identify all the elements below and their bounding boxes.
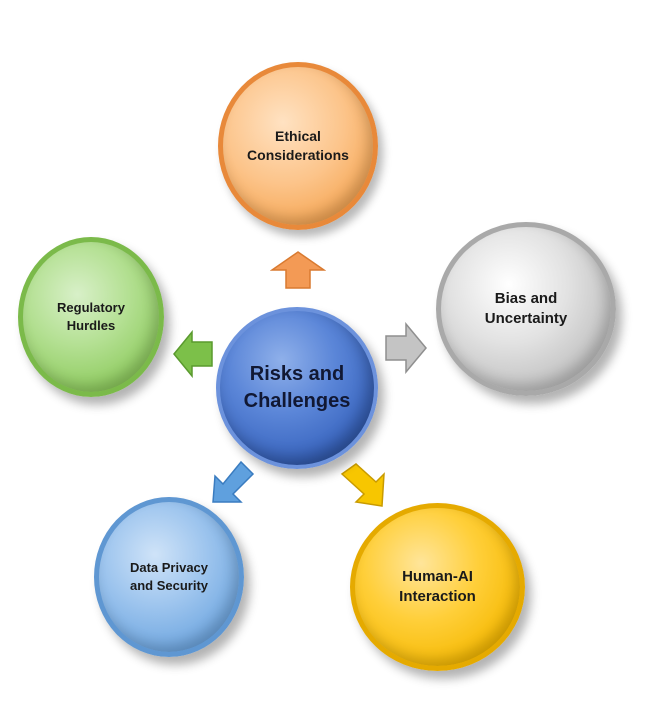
node-label-line: Human-AI xyxy=(402,567,473,585)
node-regulatory-hurdles: Regulatory Hurdles xyxy=(18,237,164,397)
node-bias-uncertainty: Bias and Uncertainty xyxy=(436,222,616,396)
arrow-to-ethics-icon xyxy=(270,251,326,289)
arrow-to-bias-icon xyxy=(385,322,427,374)
node-center-risks-challenges: Risks and Challenges xyxy=(216,307,378,469)
node-label-line: Hurdles xyxy=(66,318,116,333)
node-label-line: Interaction xyxy=(399,588,476,605)
node-label-line: Data Privacy xyxy=(129,560,209,576)
arrow-to-regulatory-icon xyxy=(173,330,213,378)
node-label-line: Regulatory xyxy=(57,300,125,316)
center-label-line: Challenges xyxy=(243,390,351,412)
node-human-ai-interaction: Human-AI Interaction xyxy=(350,503,525,671)
node-label-line: Considerations xyxy=(247,147,349,163)
arrow-to-human-icon xyxy=(340,463,385,507)
node-label-line: Bias and xyxy=(494,289,558,307)
node-label-line: Ethical xyxy=(275,128,321,145)
node-data-privacy-security: Data Privacy and Security xyxy=(94,497,244,657)
center-label-line: Risks and xyxy=(249,363,345,385)
node-ethical-considerations: Ethical Considerations xyxy=(218,62,378,230)
node-label-line: Uncertainty xyxy=(484,310,568,327)
node-label-line: and Security xyxy=(129,578,209,593)
arrow-to-privacy-icon xyxy=(212,460,255,503)
